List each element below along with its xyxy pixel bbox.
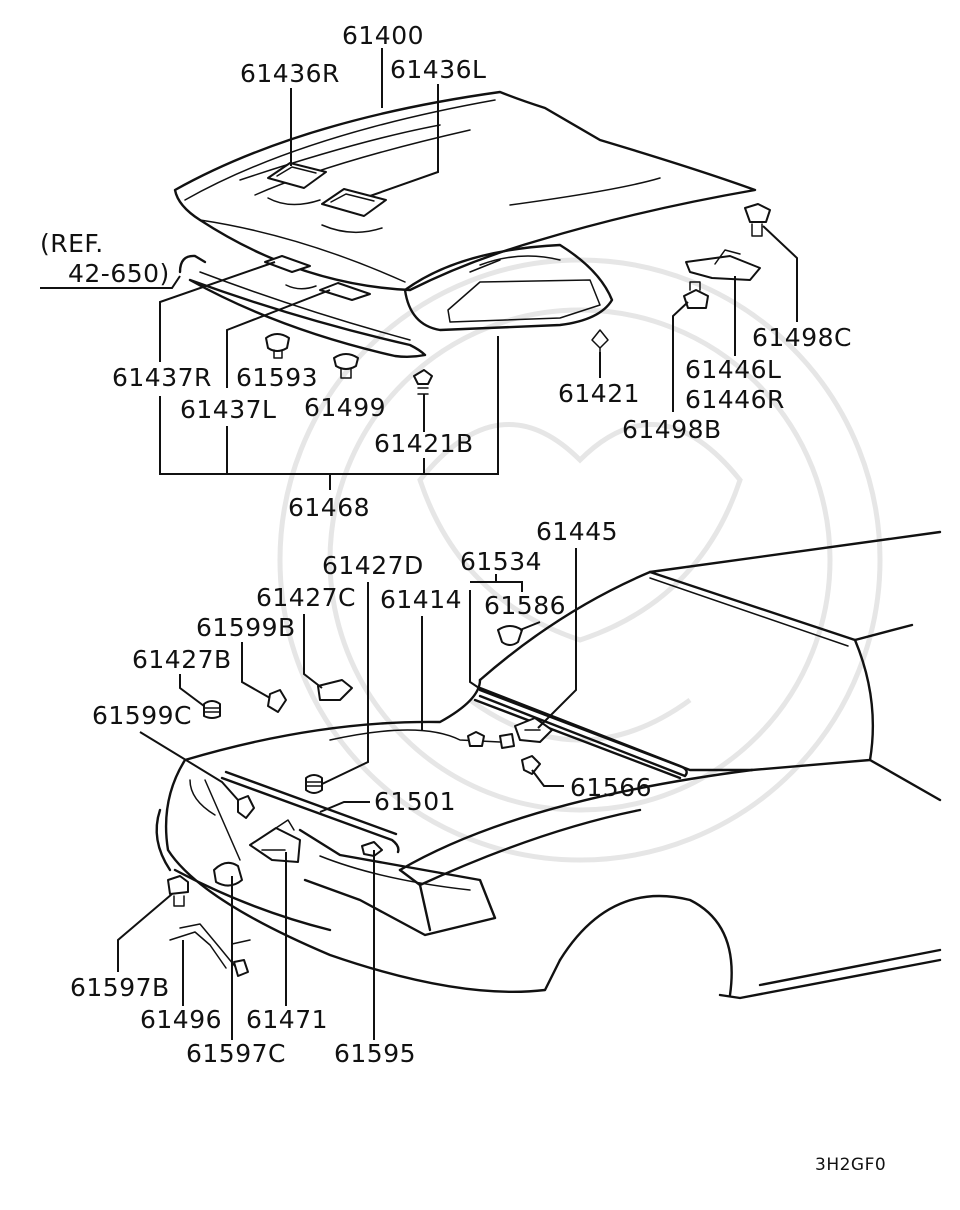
callout-61421: 61421 [558,379,640,408]
car-body [155,530,942,1000]
hood-hardware [265,203,771,395]
callout-61501: 61501 [374,787,456,816]
callout-61445: 61445 [536,517,618,546]
reference-line-1: (REF. [40,229,104,258]
callout-61471: 61471 [246,1005,328,1034]
callout-61498B: 61498B [622,415,722,444]
callout-61593: 61593 [236,363,318,392]
callout-61499: 61499 [304,393,386,422]
callout-labels: 61400 61436R 61436L (REF. 42-650) 61498C… [40,21,886,1175]
callout-61446L: 61446L [685,355,781,384]
callout-61496: 61496 [140,1005,222,1034]
callout-61437R: 61437R [112,363,212,392]
callout-61534: 61534 [460,547,542,576]
diagram-code: 3H2GF0 [815,1155,886,1175]
callout-61436L: 61436L [390,55,486,84]
callout-61427B: 61427B [132,645,232,674]
callout-61599B: 61599B [196,613,296,642]
callout-61446R: 61446R [685,385,785,414]
leader-lines [40,48,798,1040]
callout-61498C: 61498C [752,323,852,352]
latch-hardware [167,625,541,977]
callout-61597B: 61597B [70,973,170,1002]
callout-61595: 61595 [334,1039,416,1068]
callout-61597C: 61597C [186,1039,286,1068]
callout-61599C: 61599C [92,701,192,730]
callout-61566: 61566 [570,773,652,802]
callout-61400: 61400 [342,21,424,50]
callout-61437L: 61437L [180,395,276,424]
callout-61427C: 61427C [256,583,356,612]
callout-61427D: 61427D [322,551,424,580]
callout-61421B: 61421B [374,429,474,458]
callout-61414: 61414 [380,585,462,614]
callout-61436R: 61436R [240,59,340,88]
callout-61586: 61586 [484,591,566,620]
hood-panel [173,90,757,358]
reference-line-2: 42-650) [68,259,170,288]
callout-61468: 61468 [288,493,370,522]
